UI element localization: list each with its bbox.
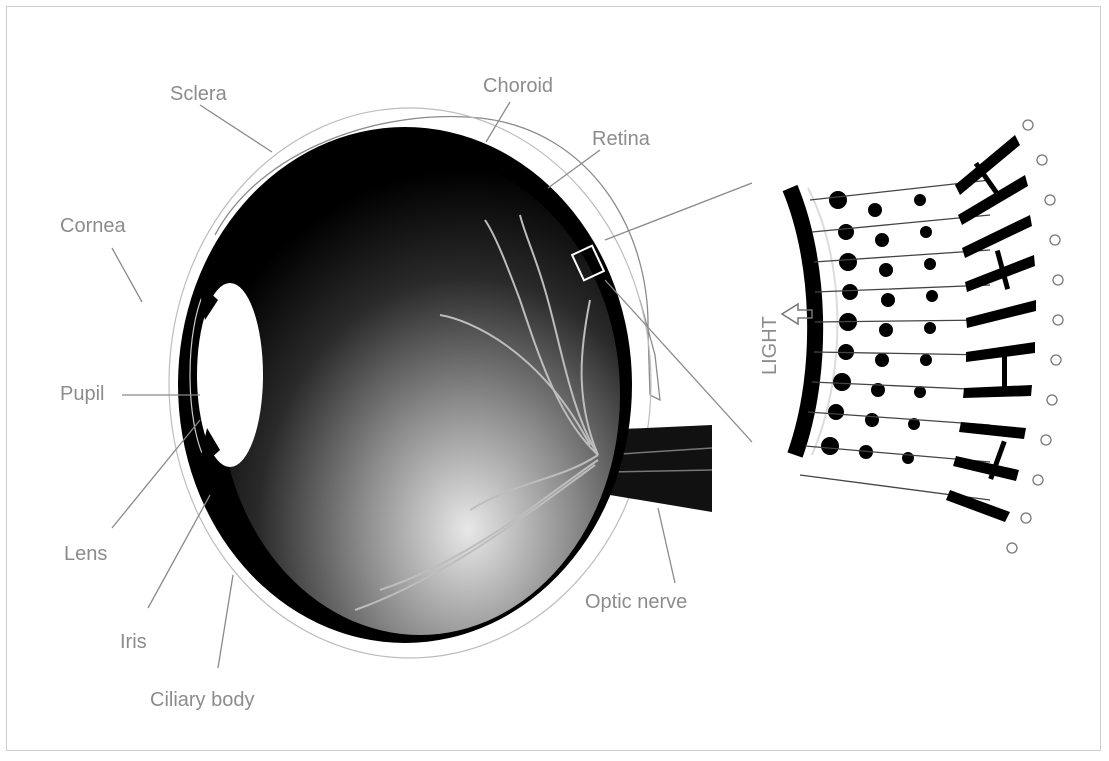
label-iris: Iris [120, 631, 147, 653]
fundus-interior [220, 155, 620, 635]
label-optic-nerve: Optic nerve [585, 591, 687, 613]
label-retina: Retina [592, 128, 651, 150]
label-lens: Lens [64, 543, 107, 565]
label-sclera: Sclera [170, 83, 228, 105]
label-ciliary-body: Ciliary body [150, 689, 254, 711]
label-light: LIGHT [759, 316, 781, 375]
label-cornea: Cornea [60, 215, 126, 237]
photoreceptors [946, 135, 1036, 522]
retina-closeup [782, 120, 1063, 553]
label-pupil: Pupil [60, 383, 104, 405]
label-choroid: Choroid [483, 75, 553, 97]
